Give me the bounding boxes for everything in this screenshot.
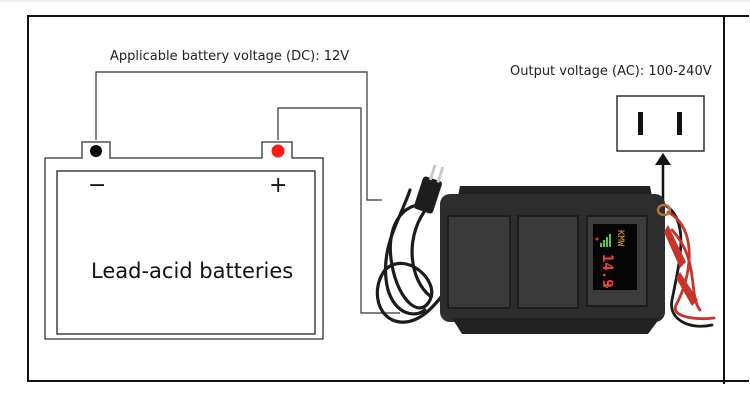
positive-wire [277,107,400,314]
battery [44,141,324,340]
power-plug [414,164,445,214]
ac-voltage-label: Output voltage (AC): 100-240V [510,64,712,79]
socket-pin-right [677,112,682,135]
power-cord [375,188,447,324]
top-strip [0,0,750,2]
lcd-unit: V [601,284,609,289]
lcd-reading: 14.9 [599,254,615,288]
lcd-display [593,224,637,290]
diagram-frame-right-edge [723,15,725,384]
battery-clips [663,203,716,328]
diagram-frame [27,15,749,382]
dc-voltage-label: Applicable battery voltage (DC): 12V [110,49,350,64]
lcd-brand: KMW [615,230,625,247]
ac-arrow-head-icon [655,153,671,165]
red-clip-2 [676,272,698,306]
negative-symbol: − [88,173,107,198]
positive-symbol: + [269,173,288,198]
battery-inner [56,170,316,335]
socket-outline [616,95,705,152]
charger-panel-left [447,215,511,309]
positive-terminal [271,144,285,158]
copper-clip-ring [656,203,672,217]
charger-bottom-ribs [452,318,660,334]
charger-panel-middle [517,215,579,309]
charger-top-ribs [458,186,652,196]
charger [440,186,665,334]
negative-wire [95,71,382,201]
socket-pin-left [638,112,643,135]
red-clip [664,225,686,268]
ac-socket [616,95,705,152]
negative-terminal [90,145,102,157]
battery-label: Lead-acid batteries [91,259,294,283]
